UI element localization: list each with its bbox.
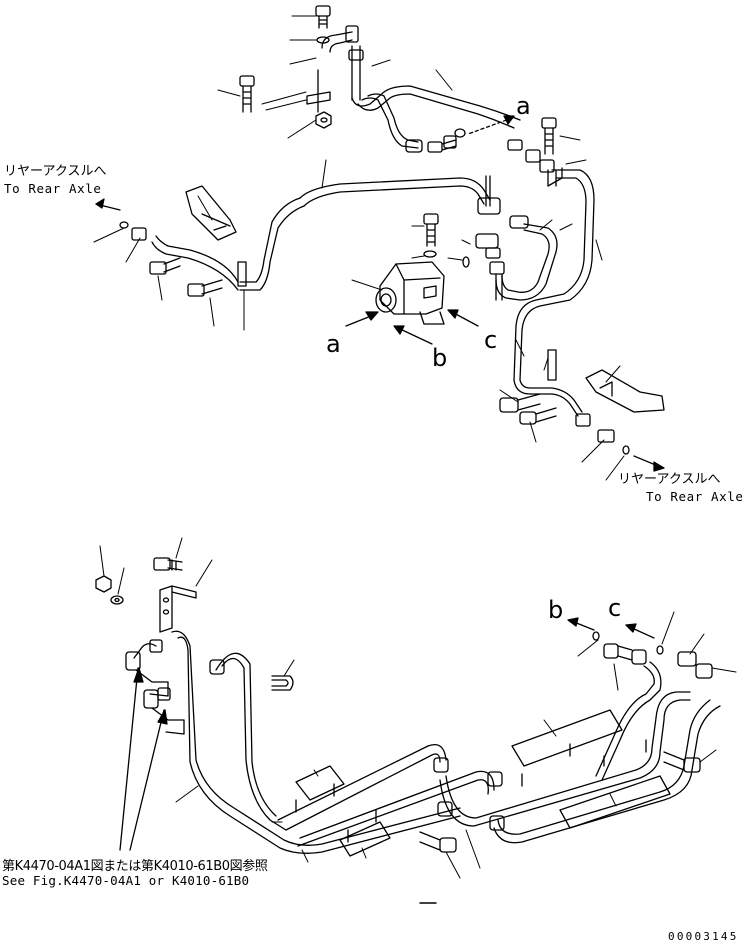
short-tube	[351, 45, 361, 101]
union-right	[677, 651, 697, 667]
arrow-port-c-lower	[625, 623, 655, 639]
lower-right-bracket	[585, 369, 665, 413]
pipe-end-fitting	[477, 197, 501, 215]
rear-axle-label-en-right: To Rear Axle	[646, 489, 744, 504]
port-b-label: b	[432, 344, 448, 372]
right-pipe	[513, 169, 595, 381]
fitting-center-left	[209, 659, 225, 675]
upper-leader-lines	[93, 15, 625, 481]
fitting-left	[131, 227, 147, 241]
clip-bracket-top	[306, 91, 331, 105]
adapter-upper	[427, 135, 457, 153]
reference-note-en: See Fig.K4470-04A1 or K4010-61B0	[2, 873, 250, 888]
washer-lower	[110, 595, 124, 605]
l-bracket-lower	[159, 585, 197, 633]
center-elbow	[475, 233, 505, 301]
top-pipe	[351, 85, 521, 149]
left-elbow-fittings	[125, 639, 185, 735]
hex-nut-lower	[95, 575, 112, 593]
top-bolt	[315, 5, 331, 29]
center-bolt	[423, 213, 439, 247]
bolt-right-lower	[683, 757, 701, 773]
fitting-right-upper	[603, 643, 619, 659]
o-ring-upper	[454, 128, 466, 138]
reference-arrows	[119, 667, 168, 851]
bolt-lower-top	[153, 557, 183, 571]
reference-note-jp: 第K4470-04A1図または第K4010-61B0図参照	[2, 859, 268, 874]
lower-main-pipes	[171, 630, 721, 854]
arrow-port-b-lower	[567, 617, 595, 631]
o-ring-lower-right	[622, 445, 630, 455]
o-ring-left	[119, 221, 129, 229]
relay-valve	[375, 261, 445, 325]
port-b-label-lower: b	[548, 596, 564, 624]
rear-axle-label-jp-right: リヤーアクスルへ	[618, 472, 721, 487]
arrow-port-a-upper	[467, 115, 515, 135]
rear-axle-label-jp-left: リヤーアクスルへ	[4, 164, 107, 179]
fitting-lower-right	[597, 429, 615, 443]
port-c-label: c	[484, 326, 498, 354]
center-washer	[423, 250, 437, 258]
right-bolt-upper	[541, 117, 557, 155]
bolt-lower-right-1	[499, 397, 519, 413]
lower-leader-lines	[99, 537, 737, 904]
rear-axle-label-en-left: To Rear Axle	[4, 181, 102, 196]
upper-assembly	[93, 5, 665, 481]
bolts-left	[149, 257, 247, 297]
port-c-label-lower: c	[608, 594, 622, 622]
rear-left-bracket	[185, 185, 237, 241]
elbow-fitting-top	[321, 25, 359, 53]
right-tee-fitting	[525, 149, 563, 187]
bolt-center-lower	[439, 837, 457, 853]
document-number: 00003145	[668, 930, 739, 943]
port-a-label-upper: a	[516, 92, 531, 120]
arrow-port-a	[345, 311, 379, 327]
port-a-label: a	[326, 330, 341, 358]
arrow-to-rear-axle-left	[95, 198, 121, 211]
lower-right-clamp	[513, 349, 583, 417]
bolt-lower-right-2	[519, 411, 537, 425]
middle-down-pipe	[495, 215, 558, 301]
u-bolt	[271, 675, 294, 691]
union-lower-right	[575, 413, 591, 427]
tube-fitting-upper	[405, 139, 423, 153]
arrow-port-b	[393, 325, 433, 345]
fitting-upper-right	[507, 139, 523, 151]
center-o-ring	[462, 256, 470, 268]
arrow-port-c	[447, 309, 479, 327]
hex-nut-top	[315, 111, 332, 129]
clamp-plates	[295, 709, 671, 857]
bolt-left-top	[239, 75, 255, 113]
left-long-pipe	[151, 177, 491, 291]
lower-assembly	[95, 537, 737, 904]
arrow-to-rear-axle-right	[633, 455, 665, 472]
